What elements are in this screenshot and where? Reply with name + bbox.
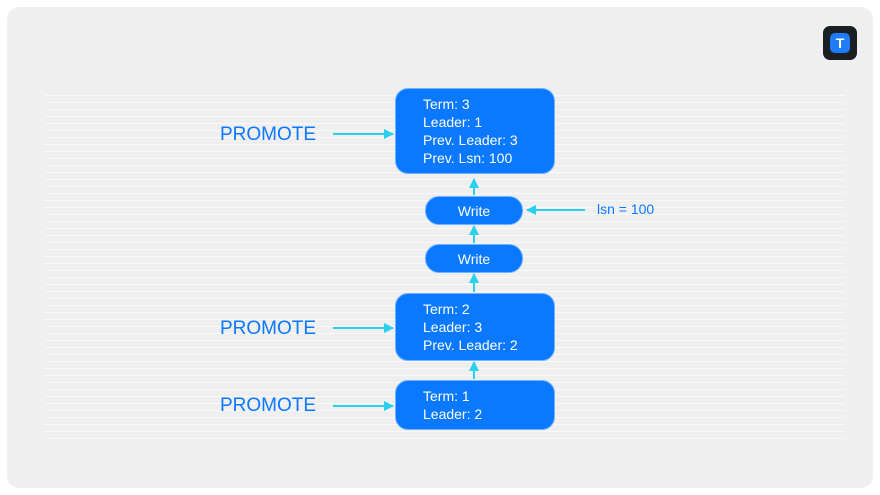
node-line: Term: 1	[423, 388, 470, 404]
diagram-connectors	[333, 129, 585, 411]
lsn-label: lsn = 100	[597, 201, 655, 217]
node-line: Term: 2	[423, 301, 470, 317]
promote-label-bottom: PROMOTE	[220, 395, 317, 416]
node-line: Leader: 1	[423, 114, 483, 130]
logo-letter: T	[830, 33, 850, 53]
write-pill-upper: Write	[425, 196, 523, 225]
node-line: Leader: 2	[423, 406, 483, 422]
brand-logo-icon: T	[823, 26, 857, 60]
slide-canvas: T Term: 3 Leader: 1 Prev. Leader: 3 Prev…	[7, 7, 873, 488]
node-line: Prev. Leader: 2	[423, 337, 518, 353]
promote-label-top: PROMOTE	[220, 124, 317, 145]
term-1-node: Term: 1 Leader: 2	[395, 380, 555, 430]
term-2-node: Term: 2 Leader: 3 Prev. Leader: 2	[395, 293, 555, 361]
node-line: Prev. Leader: 3	[423, 132, 518, 148]
node-line: Term: 3	[423, 96, 470, 112]
term-3-node: Term: 3 Leader: 1 Prev. Leader: 3 Prev. …	[395, 88, 555, 174]
promote-label-middle: PROMOTE	[220, 318, 317, 339]
node-line: Leader: 3	[423, 319, 483, 335]
node-line: Prev. Lsn: 100	[423, 150, 513, 166]
write-pill-lower: Write	[425, 244, 523, 273]
